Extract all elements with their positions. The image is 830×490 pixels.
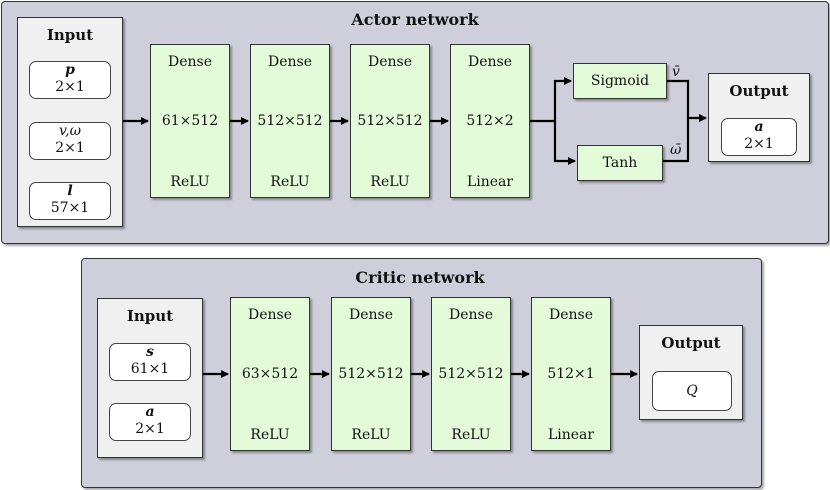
layer-name: Dense [268,54,312,70]
layer-shape: 512×512 [338,366,404,382]
input-symbol: s [146,344,154,360]
output-symbol: Q [686,383,698,399]
layer-name: Dense [349,307,393,323]
layer-name: Dense [549,307,593,323]
layer-activation: ReLU [170,174,210,190]
layer-shape: 512×1 [547,366,595,382]
layer-activation: ReLU [250,427,290,443]
critic-input-a: a 2×1 [109,403,191,441]
actor-output-a: a 2×1 [721,118,797,156]
layer-name: Dense [449,307,493,323]
critic-output-title: Output [661,334,721,352]
omega-bar-label: ω̄ [670,142,682,158]
output-symbol: a [754,119,764,135]
critic-input-s: s 61×1 [109,343,191,381]
arrow-dense4-to-tanh [553,121,576,165]
critic-input-box: Input s 61×1 a 2×1 [97,298,203,458]
tanh-activation-box: Tanh [577,145,663,181]
actor-input-p: p 2×1 [29,61,111,99]
layer-name: Dense [248,307,292,323]
arrow-sigmoid-to-output [667,79,707,122]
layer-shape: 512×2 [466,113,514,129]
critic-input-title: Input [126,307,174,325]
sigmoid-activation-box: Sigmoid [573,63,667,99]
actor-input-box: Input p 2×1 v,ω 2×1 l 57×1 [17,17,123,227]
layer-shape: 512×512 [257,113,323,129]
layer-name: Dense [368,54,412,70]
input-dimension: 2×1 [55,140,85,156]
layer-activation: ReLU [451,427,491,443]
input-symbol: l [67,183,73,199]
critic-dense-layer-2: Dense 512×512 ReLU [331,297,411,451]
actor-dense-layer-1: Dense 61×512 ReLU [150,44,230,198]
input-symbol: p [65,62,75,78]
layer-activation: Linear [547,427,595,443]
critic-dense-layer-1: Dense 63×512 ReLU [230,297,310,451]
actor-network-title: Actor network [351,10,479,29]
layer-shape: 61×512 [161,113,219,129]
input-dimension: 2×1 [55,79,85,95]
layer-name: Dense [168,54,212,70]
layer-name: Dense [468,54,512,70]
critic-dense-layer-4: Dense 512×1 Linear [531,297,611,451]
arrow-dense4-to-sigmoid [530,77,572,123]
actor-output-box: Output a 2×1 [708,73,810,162]
actor-output-title: Output [729,82,789,100]
input-symbol: a [145,404,155,420]
actor-dense-layer-4: Dense 512×2 Linear [450,44,530,198]
input-symbol: v,ω [58,123,82,139]
critic-output-box: Output Q [639,325,743,420]
critic-dense-layer-3: Dense 512×512 ReLU [431,297,511,451]
actor-dense-layer-2: Dense 512×512 ReLU [250,44,330,198]
layer-shape: 512×512 [357,113,423,129]
layer-activation: Linear [466,174,514,190]
actor-input-velocity: v,ω 2×1 [29,122,111,160]
actor-input-l: l 57×1 [29,182,111,220]
layer-activation: ReLU [351,427,391,443]
layer-shape: 63×512 [241,366,299,382]
layer-activation: ReLU [370,174,410,190]
output-dimension: 2×1 [744,136,774,152]
critic-network-title: Critic network [355,268,485,287]
actor-input-title: Input [46,26,94,44]
critic-output-q: Q [652,371,732,411]
line-tanh-to-merge [663,118,690,163]
input-dimension: 57×1 [50,200,90,216]
v-bar-label: v̄ [672,64,680,80]
input-dimension: 61×1 [130,361,170,377]
layer-shape: 512×512 [438,366,504,382]
actor-dense-layer-3: Dense 512×512 ReLU [350,44,430,198]
layer-activation: ReLU [270,174,310,190]
input-dimension: 2×1 [135,421,165,437]
